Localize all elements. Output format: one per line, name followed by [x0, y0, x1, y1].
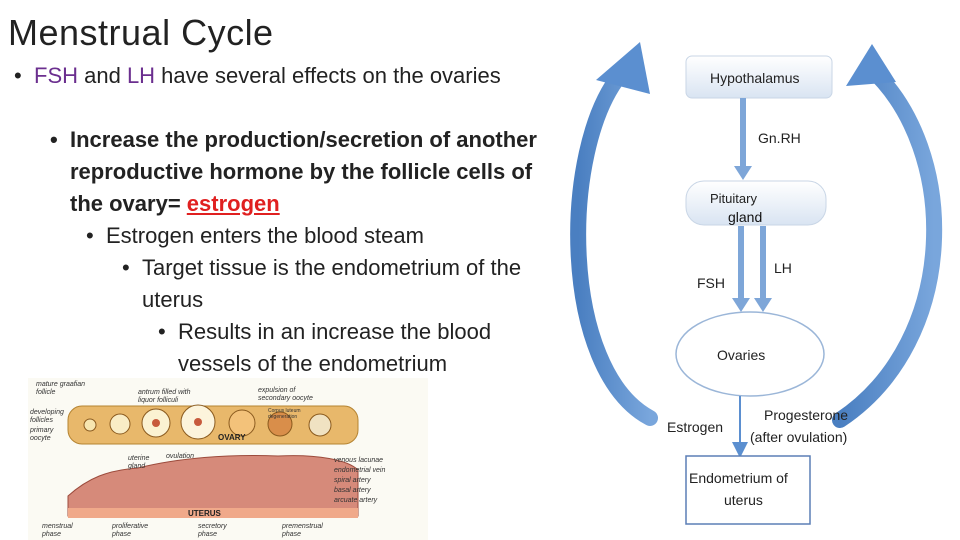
label-basal-artery: basal artery [334, 487, 371, 494]
label-spiral-artery: spiral artery [334, 477, 371, 484]
label-mature-graafian-1: mature graafian [36, 381, 85, 388]
left-feedback-arrow [570, 67, 658, 426]
label-expulsion-1: expulsion of [258, 387, 296, 394]
label-endometrial-vein: endometrial vein [334, 467, 385, 474]
right-feedback-arrowhead [846, 44, 896, 86]
bullet-dot: • [86, 223, 94, 248]
endometrium-label-2: uterus [724, 492, 763, 508]
label-venous-lacunae: venous lacunae [334, 457, 383, 464]
lh-arrow [760, 226, 766, 300]
label-menstrual-1: menstrual [42, 523, 73, 530]
bullet-level-1: • FSH and LH have several effects on the… [14, 60, 554, 92]
fsh-term: FSH [34, 63, 78, 88]
bullet-level-4: • Target tissue is the endometrium of th… [122, 252, 562, 316]
lh-label: LH [774, 260, 792, 276]
label-corpus-luteum-2: degeneration [268, 414, 297, 420]
follicles [83, 404, 332, 440]
label-secretory-1: secretory [198, 523, 227, 530]
progesterone-label-2: (after ovulation) [750, 429, 847, 445]
gnrh-arrow [740, 98, 746, 168]
label-proliferative-1: proliferative [111, 523, 148, 530]
label-antrum-1: antrum filled with [138, 389, 191, 396]
bullet-level-2: • Increase the production/secretion of a… [50, 124, 540, 220]
fsh-label: FSH [697, 275, 725, 291]
label-arcuate-artery: arcuate artery [334, 497, 378, 504]
bullet-3-text: Estrogen enters the blood steam [106, 223, 424, 248]
label-corpus-luteum-1: Corpus luteum [268, 408, 301, 414]
bullet-2-text: Increase the production/secretion of ano… [70, 127, 537, 216]
pituitary-label: Pituitary [710, 191, 757, 206]
uterus-label: UTERUS [188, 509, 222, 518]
label-premenstrual-2: phase [281, 531, 301, 538]
fsh-arrowhead [732, 298, 750, 312]
left-feedback-arrowhead [596, 42, 650, 94]
pituitary-box [685, 180, 827, 226]
estrogen-term: estrogen [186, 191, 280, 216]
hypothalamus-label: Hypothalamus [710, 70, 800, 86]
label-antrum-2: liquor folliculi [138, 397, 179, 404]
label-developing-2: follicles [30, 417, 53, 424]
estrogen-label: Estrogen [667, 419, 723, 435]
bullet-connector: and [78, 63, 127, 88]
gnrh-label: Gn.RH [758, 130, 801, 146]
bullet-dot: • [14, 63, 22, 88]
label-expulsion-2: secondary oocyte [258, 395, 313, 402]
label-secretory-2: phase [197, 531, 217, 538]
endometrium-band [67, 455, 359, 517]
lh-term: LH [126, 63, 156, 88]
bullet-5-text: Results in an increase the blood vessels… [178, 319, 492, 376]
ovaries-label: Ovaries [717, 347, 765, 363]
fsh-arrow [738, 226, 744, 300]
bullet-dot: • [158, 319, 166, 344]
gland-label: gland [728, 209, 762, 225]
bullet-1-text: have several effects on the ovaries [155, 63, 501, 88]
page-title: Menstrual Cycle [8, 12, 274, 53]
endometrium-label-1: Endometrium of [689, 470, 788, 486]
bullet-level-3: • Estrogen enters the blood steam [86, 220, 536, 252]
label-mature-graafian-2: follicle [36, 389, 56, 396]
label-uterine-gland-1: uterine [128, 455, 150, 462]
ovary-label: OVARY [218, 433, 246, 442]
label-developing-1: developing [30, 409, 64, 416]
label-uterine-gland-2: gland [128, 463, 146, 470]
label-proliferative-2: phase [111, 531, 131, 538]
lh-arrowhead [754, 298, 772, 312]
label-menstrual-2: phase [41, 531, 61, 538]
ovaries-ellipse [675, 311, 825, 397]
bullet-4-text: Target tissue is the endometrium of the … [142, 255, 522, 312]
label-primary-oocyte-1: primary [29, 427, 54, 434]
gnrh-arrowhead [734, 166, 752, 180]
bullet-level-5: • Results in an increase the blood vesse… [158, 316, 558, 380]
ovarian-cycle-figure: OVARY UTERUS mature graafian follicle an… [28, 378, 428, 540]
progesterone-label-1: Progesterone [764, 407, 848, 423]
myometrium-band [68, 508, 358, 518]
bullet-dot: • [50, 127, 58, 152]
label-ovulation: ovulation [166, 453, 194, 460]
label-primary-oocyte-2: oocyte [30, 435, 51, 442]
hypothalamus-box [685, 55, 833, 99]
bullet-dot: • [122, 255, 130, 280]
endometrium-box [685, 455, 811, 525]
right-feedback-arrow [832, 60, 943, 428]
label-premenstrual-1: premenstrual [281, 523, 323, 530]
